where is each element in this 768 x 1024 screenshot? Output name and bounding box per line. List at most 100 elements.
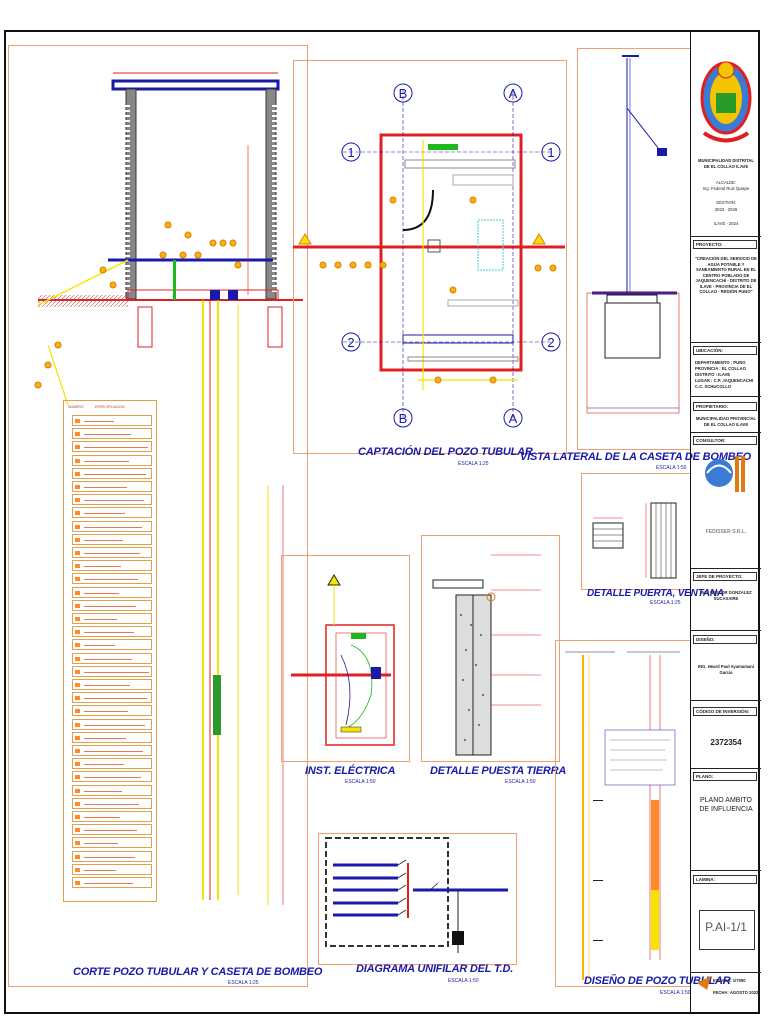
spec-row-text-line bbox=[84, 579, 138, 581]
spec-row-marker bbox=[75, 485, 80, 489]
puerta-drawing bbox=[592, 502, 677, 579]
spec-table-header-desc: ESPECIFICACION bbox=[95, 405, 125, 409]
spec-row-marker bbox=[75, 867, 80, 872]
axis-1-right: 1 bbox=[547, 145, 554, 160]
spec-row-text-line bbox=[84, 473, 146, 475]
electrica-scale: ESCALA 1:50 bbox=[345, 779, 376, 785]
spec-row-text-line bbox=[84, 434, 131, 436]
tb-escala: ESCALA: 1/7000 bbox=[713, 978, 746, 983]
spec-table-row bbox=[72, 837, 152, 849]
spec-table-header-num: NUMERO bbox=[68, 405, 84, 409]
corte-title: CORTE POZO TUBULAR Y CASETA DE BOMBEO bbox=[73, 966, 323, 978]
puesta-tierra-frame bbox=[421, 535, 560, 762]
spec-table-row bbox=[72, 877, 152, 888]
tb-codigo: 2372354 bbox=[710, 738, 742, 747]
spec-table bbox=[63, 400, 157, 902]
corte-drawing bbox=[34, 72, 303, 905]
spec-row-text-line bbox=[84, 619, 117, 620]
spec-table-row bbox=[72, 467, 152, 479]
tb-alcalde-name: Ing. Federal Ruiz Quispe bbox=[702, 186, 750, 191]
spec-row-marker bbox=[75, 590, 80, 595]
axis-a-bottom: A bbox=[509, 411, 518, 426]
puerta-title: DETALLE PUERTA, VENTANA bbox=[587, 588, 724, 599]
spec-row-text-line bbox=[84, 790, 122, 792]
spec-row-text-line bbox=[84, 539, 123, 541]
spec-row-text-line bbox=[84, 671, 149, 673]
spec-row-marker bbox=[75, 801, 80, 806]
tb-ubicacion-2: DISTRITO : ILAVE bbox=[695, 372, 731, 377]
diseno-pozo-scale: ESCALA 1:50 bbox=[660, 990, 691, 996]
spec-row-marker bbox=[75, 656, 80, 661]
electrica-frame bbox=[281, 555, 410, 762]
spec-row-text-line bbox=[84, 777, 141, 779]
puesta-tierra-drawing bbox=[432, 554, 541, 756]
tb-lamina-box bbox=[699, 910, 755, 950]
spec-row-text-line bbox=[84, 513, 125, 515]
spec-row-text-line bbox=[84, 737, 126, 739]
axis-b-top: B bbox=[399, 86, 408, 101]
tb-entity: MUNICIPALIDAD DISTRITAL DE EL COLLAO ILA… bbox=[698, 158, 754, 169]
vista-lateral-drawing bbox=[586, 55, 680, 414]
corte-frame bbox=[8, 45, 308, 987]
electrica-title: INST. ELÉCTRICA bbox=[305, 765, 396, 777]
spec-row-marker bbox=[75, 683, 80, 687]
spec-row-marker bbox=[75, 551, 80, 555]
spec-row-marker bbox=[75, 419, 80, 423]
tb-proyecto-head: PROYECTO: bbox=[693, 240, 757, 249]
spec-table-row bbox=[72, 718, 152, 730]
spec-row-text-line bbox=[84, 632, 134, 634]
tb-fecha: FECHA: AGOSTO 2022 bbox=[713, 990, 759, 995]
spec-row-text-line bbox=[84, 566, 121, 568]
tb-plano-head: PLANO: bbox=[693, 772, 757, 781]
spec-row-text-line bbox=[84, 500, 144, 502]
spec-table-row bbox=[72, 731, 152, 743]
spec-row-text-line bbox=[84, 605, 136, 607]
spec-table-row bbox=[72, 863, 152, 875]
title-block: MUNICIPALIDAD DISTRITAL DE EL COLLAO ILA… bbox=[690, 30, 761, 1014]
tb-area: ILAVE - 2024 bbox=[713, 221, 739, 226]
spec-row-text-line bbox=[84, 553, 140, 554]
diseno-pozo-drawing bbox=[565, 651, 680, 980]
spec-table-row bbox=[72, 797, 152, 809]
spec-row-marker bbox=[75, 617, 80, 621]
spec-row-text-line bbox=[84, 711, 128, 713]
spec-row-text-line bbox=[84, 830, 137, 832]
spec-table-row bbox=[72, 679, 152, 690]
spec-table-row bbox=[72, 520, 152, 532]
spec-row-text-line bbox=[84, 460, 129, 462]
tb-gestion-label: GESTION: bbox=[715, 200, 736, 205]
tb-ubicacion-1: PROVINCIA : EL COLLAO bbox=[695, 366, 746, 371]
spec-row-text-line bbox=[84, 764, 124, 766]
spec-table-row bbox=[72, 560, 152, 572]
spec-table-row bbox=[72, 494, 152, 506]
spec-row-text-line bbox=[84, 685, 130, 686]
tb-codigo-head: CÓDIGO DE INVERSIÓN: bbox=[693, 707, 757, 716]
spec-row-marker bbox=[75, 762, 80, 767]
spec-table-row bbox=[72, 573, 152, 585]
unifilar-drawing bbox=[325, 837, 508, 953]
municipal-seal-logo bbox=[700, 61, 752, 143]
tb-ubicacion-3: LUGAR : C.P. JAQUENCACHI bbox=[695, 378, 754, 383]
spec-row-text-line bbox=[84, 645, 115, 647]
spec-row-marker bbox=[75, 643, 80, 648]
spec-row-marker bbox=[75, 854, 80, 859]
vista-lateral-title: VISTA LATERAL DE LA CASETA DE BOMBEO bbox=[520, 451, 751, 463]
vista-lateral-scale: ESCALA 1:50 bbox=[656, 465, 687, 471]
tb-lamina: P.AI-1/1 bbox=[705, 920, 747, 934]
spec-row-text-line bbox=[84, 526, 142, 528]
unifilar-frame bbox=[318, 833, 517, 965]
spec-row-marker bbox=[75, 498, 80, 503]
spec-table-row bbox=[72, 428, 152, 440]
electrica-drawing bbox=[291, 574, 395, 746]
tb-plano-name: PLANO AMBITO DE INFLUENCIA bbox=[699, 797, 753, 813]
spec-row-marker bbox=[75, 815, 80, 819]
spec-row-text-line bbox=[84, 883, 133, 884]
consultor-logo bbox=[705, 456, 745, 492]
spec-table-row bbox=[72, 639, 152, 651]
spec-row-text-line bbox=[84, 698, 147, 700]
spec-row-marker bbox=[75, 603, 80, 608]
spec-table-row bbox=[72, 771, 152, 783]
spec-table-row bbox=[72, 665, 152, 677]
spec-row-marker bbox=[75, 881, 80, 885]
tb-diseno-head: DISEÑO: bbox=[693, 635, 757, 644]
